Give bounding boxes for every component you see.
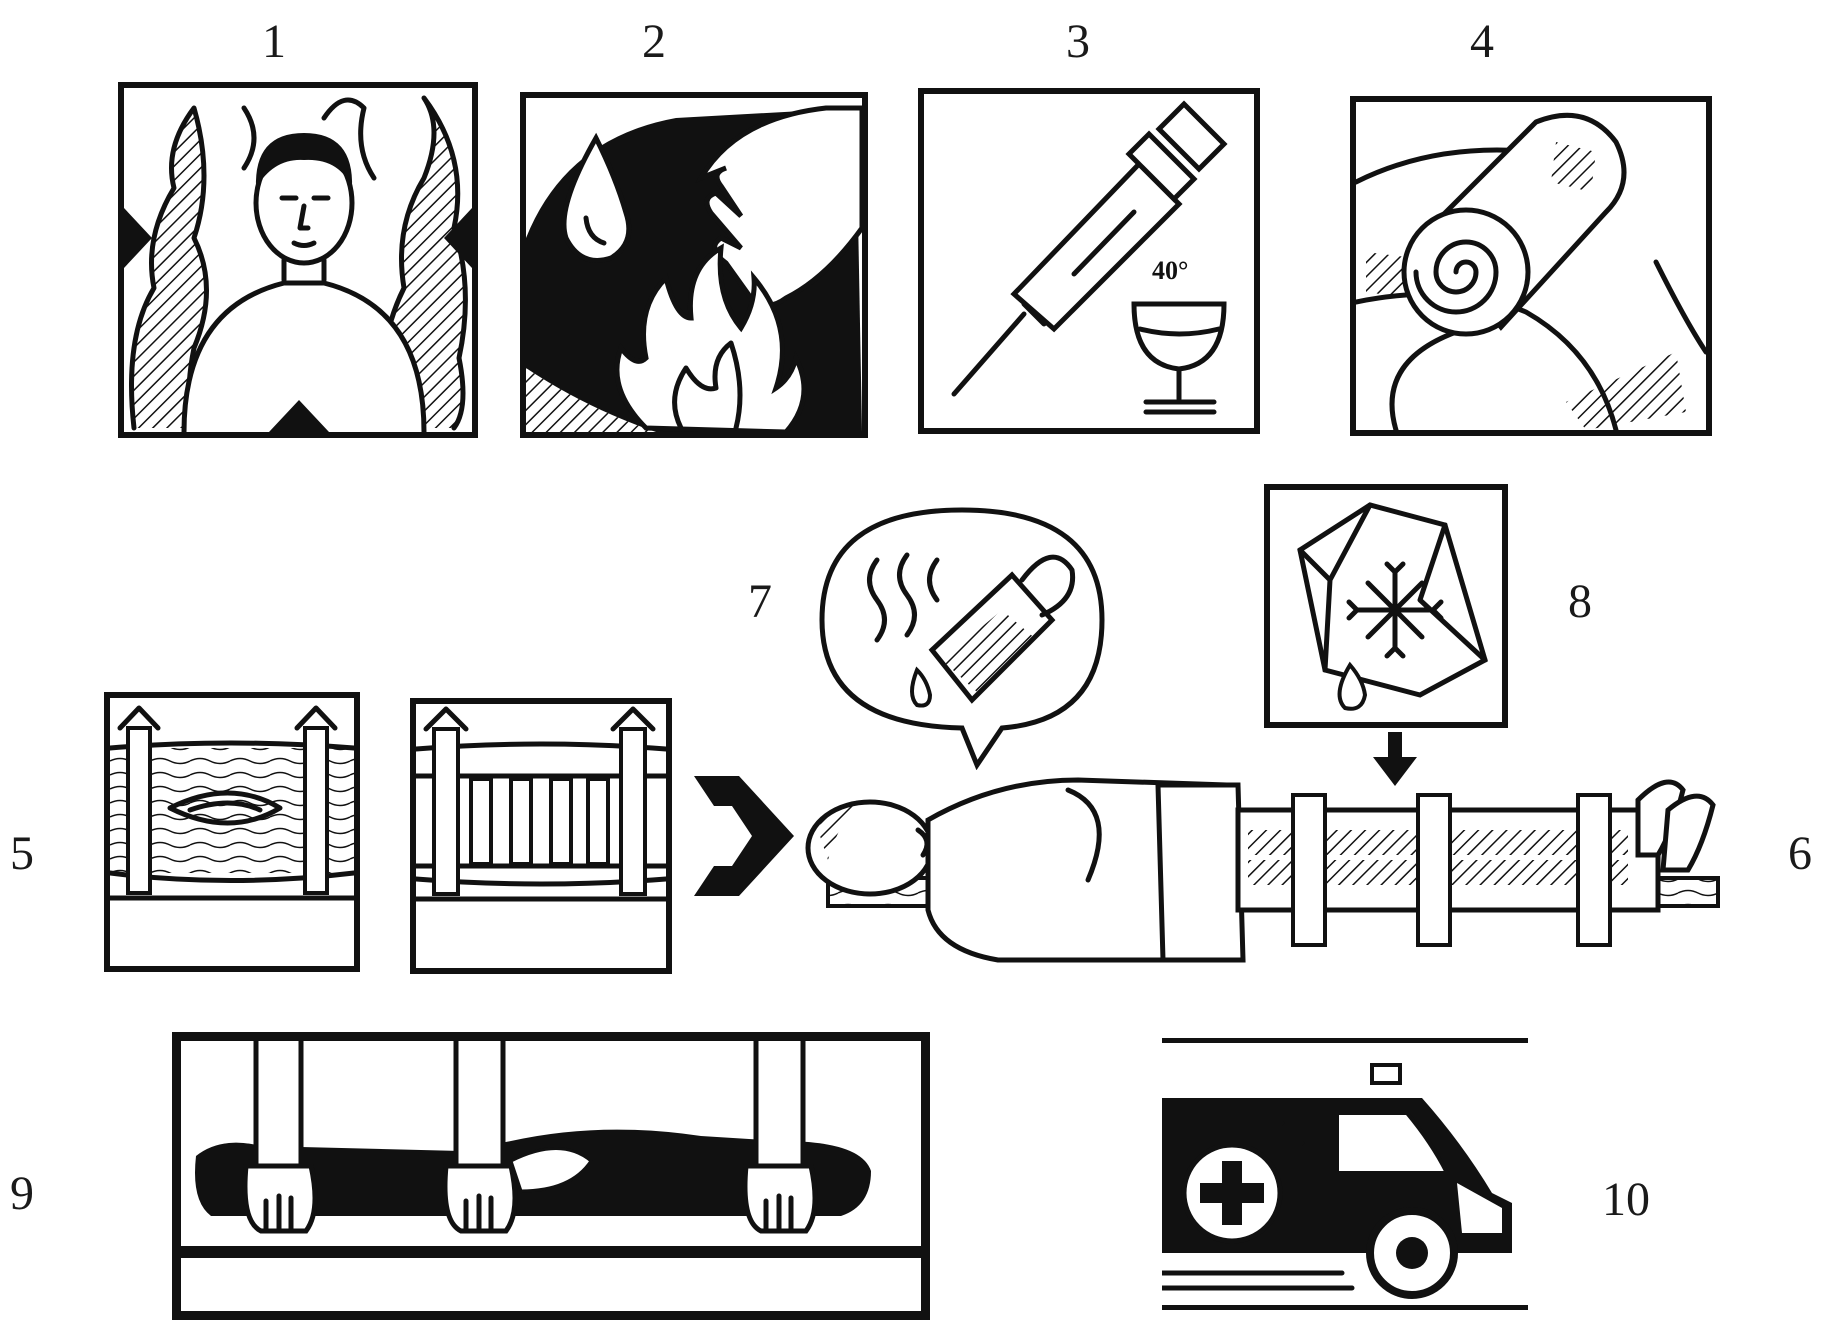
- glass-icon: [1134, 304, 1224, 412]
- panel-ambulance: [1162, 1038, 1528, 1310]
- label-5: 5: [10, 830, 34, 878]
- person-icon: [184, 133, 424, 432]
- label-10: 10: [1602, 1176, 1650, 1224]
- splint-straps-icon: [1158, 785, 1658, 960]
- label-1: 1: [262, 18, 286, 66]
- feet-icon: [1638, 782, 1713, 870]
- ambulance-icon: [1162, 1065, 1512, 1295]
- head-icon: [808, 800, 932, 894]
- panel-burning-person: [118, 82, 478, 438]
- label-8: 8: [1568, 578, 1592, 626]
- label-9: 9: [10, 1170, 34, 1218]
- panel-ice: [1264, 484, 1508, 728]
- label-4: 4: [1470, 18, 1494, 66]
- label-6: 6: [1788, 830, 1812, 878]
- panel-carry-patient: [172, 1032, 930, 1320]
- panel-injection: 40°: [918, 88, 1260, 434]
- bandage-roll-icon: [1404, 115, 1624, 334]
- splinted-patient-illustration: [798, 760, 1732, 966]
- medical-cross-icon: [1184, 1145, 1280, 1241]
- label-7: 7: [748, 578, 772, 626]
- wheel-icon: [1370, 1211, 1454, 1295]
- label-2: 2: [642, 18, 666, 66]
- panel-extinguish: [520, 92, 868, 438]
- chevron-right-icon: [694, 776, 794, 896]
- degree-label: 40°: [1152, 256, 1188, 285]
- panel-splint-slats: [410, 698, 672, 974]
- panel-splint-board: [104, 692, 360, 972]
- label-3: 3: [1066, 18, 1090, 66]
- warm-drink-bubble: [812, 500, 1112, 770]
- panel-bandage: [1350, 96, 1712, 436]
